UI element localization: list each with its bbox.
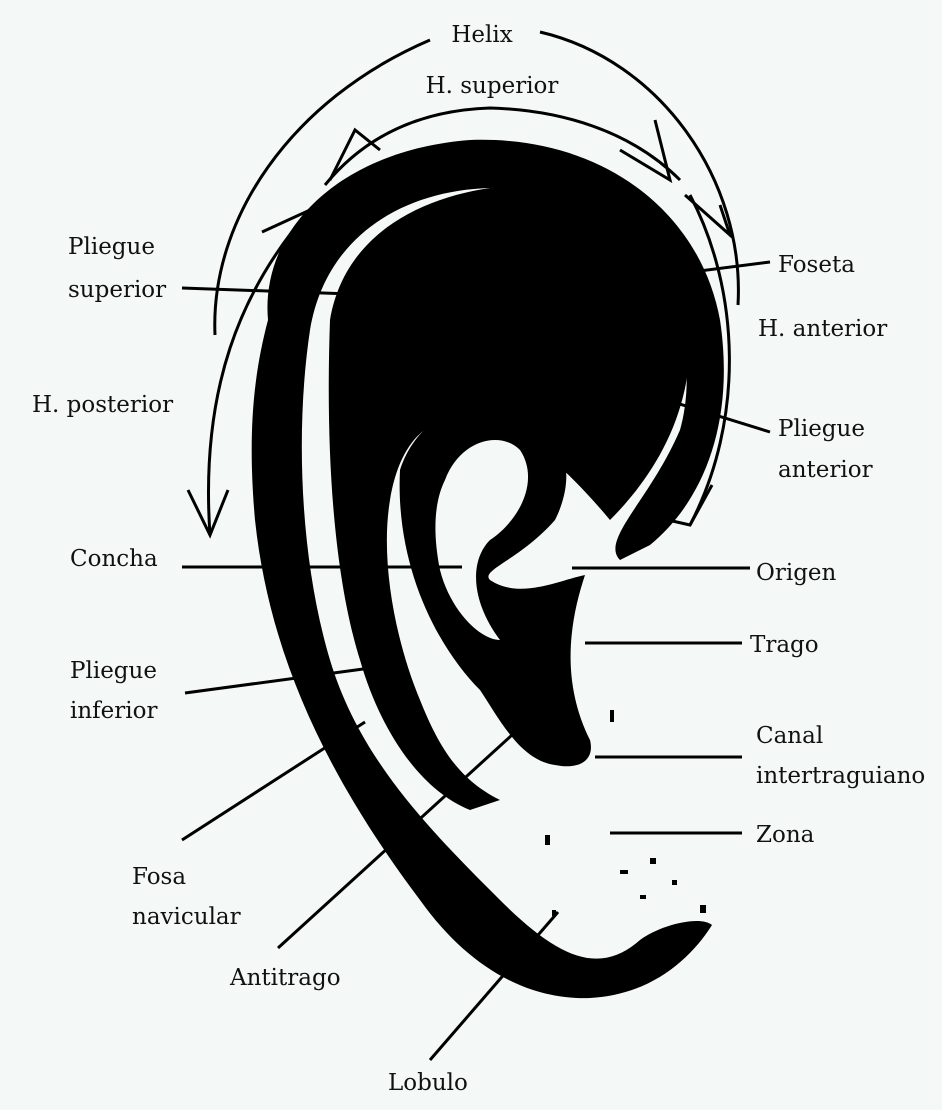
label-pliegue-inferior-1: Pliegue xyxy=(70,658,157,684)
leader-fosa xyxy=(182,722,365,840)
label-trago: Trago xyxy=(750,632,819,658)
label-origen: Origen xyxy=(756,560,837,586)
label-pliegue-inferior-2: inferior xyxy=(70,698,158,724)
label-fosa-1: Fosa xyxy=(132,864,186,890)
label-h-anterior: H. anterior xyxy=(758,316,887,342)
label-h-posterior: H. posterior xyxy=(32,392,173,418)
label-zona: Zona xyxy=(756,822,815,848)
label-concha: Concha xyxy=(70,546,158,572)
label-canal-1: Canal xyxy=(756,723,823,749)
label-pliegue-anterior-1: Pliegue xyxy=(778,416,865,442)
label-foseta: Foseta xyxy=(778,252,855,278)
label-pliegue-superior-2: superior xyxy=(68,277,166,303)
label-pliegue-superior-1: Pliegue xyxy=(68,234,155,260)
label-h-superior: H. superior xyxy=(426,73,559,99)
label-canal-2: intertraguiano xyxy=(756,763,925,789)
label-helix: Helix xyxy=(451,22,512,48)
label-pliegue-anterior-2: anterior xyxy=(778,457,873,483)
label-fosa-2: navicular xyxy=(132,904,241,930)
label-lobulo: Lobulo xyxy=(388,1070,468,1096)
label-antitrago: Antitrago xyxy=(229,965,341,991)
leader-pliegue-inferior xyxy=(185,667,378,693)
